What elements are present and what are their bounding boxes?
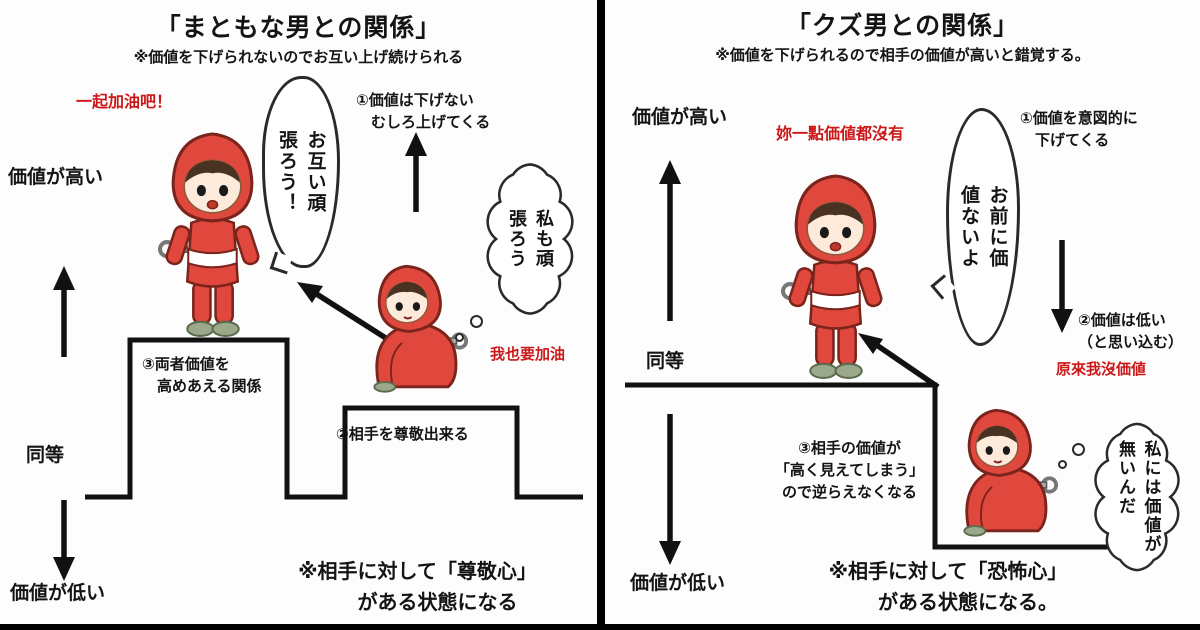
down-arrow-point2-right — [1051, 240, 1073, 333]
right-speech-bubble: お前に価 値ないよ — [946, 108, 1020, 346]
bottom-border — [0, 624, 1200, 630]
left-step-line — [85, 337, 583, 500]
left-cloud-puff-2 — [455, 333, 464, 342]
left-subtitle: ※価値を下げられないのでお互い上げ続けられる — [133, 48, 464, 66]
right-thought-text-wrap: 私には価値が 無いんだ — [1088, 382, 1186, 612]
left-thought-text-wrap: 私も頑 張ろう — [480, 138, 580, 340]
right-axis-down-arrow — [659, 414, 681, 565]
left-point2: ②相手を尊敬出来る — [336, 425, 469, 443]
sitting-character-right — [950, 398, 1060, 548]
left-title: 「まともな男との関係」 — [155, 13, 442, 42]
left-axis-label-high: 価値が高い — [8, 166, 104, 188]
right-red-annotation-bottom: 原來我沒価値 — [1056, 360, 1147, 378]
sitting-character-left — [360, 248, 470, 410]
left-cloud-puff-1 — [470, 315, 483, 328]
standing-character-right — [778, 172, 893, 384]
right-axis-label-high: 価値が高い — [632, 106, 728, 128]
right-axis-up-arrow — [659, 160, 681, 321]
left-thought-text: 私も頑 張ろう — [506, 209, 554, 269]
right-diagonal-arrow — [858, 333, 940, 390]
left-speech-bubble: お互い頑 張ろう！ — [262, 76, 340, 268]
up-arrow-point1-left — [405, 132, 427, 212]
panel-divider — [597, 0, 605, 630]
right-cloud-puff-2 — [1058, 460, 1067, 469]
left-point3: ③両者価値を 高めあえる関係 — [142, 355, 262, 395]
right-point3: ③相手の価値が 「高く見えてしまう」 ので逆らえなくなる — [774, 439, 925, 501]
left-axis-down-arrow — [53, 500, 75, 581]
right-thought-text: 私には価値が 無いんだ — [1115, 440, 1161, 554]
left-speech-text: お互い頑 張ろう！ — [276, 130, 327, 214]
right-axis-label-low: 価値が低い — [630, 572, 726, 594]
right-speech-text: お前に価 値ないよ — [958, 185, 1009, 269]
left-footnote: ※相手に対して「尊敬心」 がある状態になる — [298, 559, 537, 614]
left-axis-up-arrow — [53, 266, 75, 357]
right-subtitle: ※価値を下げられるので相手の価値が高いと錯覚する。 — [715, 46, 1090, 64]
standing-character-left — [155, 130, 270, 342]
left-red-annotation-bottom: 我也要加油 — [490, 345, 566, 363]
right-axis-label-equal: 同等 — [646, 350, 685, 372]
right-footnote: ※相手に対して「恐怖心」 がある状態になる。 — [828, 559, 1068, 614]
right-step-line — [625, 382, 1112, 550]
right-title: 「クズ男との関係」 — [785, 11, 1020, 40]
right-point2: ②価値は低い （と思い込む） — [1078, 311, 1184, 351]
left-red-annotation-top: 一起加油吧！ — [76, 92, 173, 111]
right-red-annotation-top: 妳一點価値都沒有 — [776, 124, 905, 143]
right-cloud-puff-1 — [1072, 443, 1085, 456]
left-point1: ①価値は下げない むしろ上げてくる — [356, 91, 491, 131]
left-axis-label-low: 価値が低い — [10, 582, 106, 604]
left-axis-label-equal: 同等 — [26, 444, 65, 466]
right-point1: ①価値を意図的に 下げてくる — [1020, 109, 1138, 149]
